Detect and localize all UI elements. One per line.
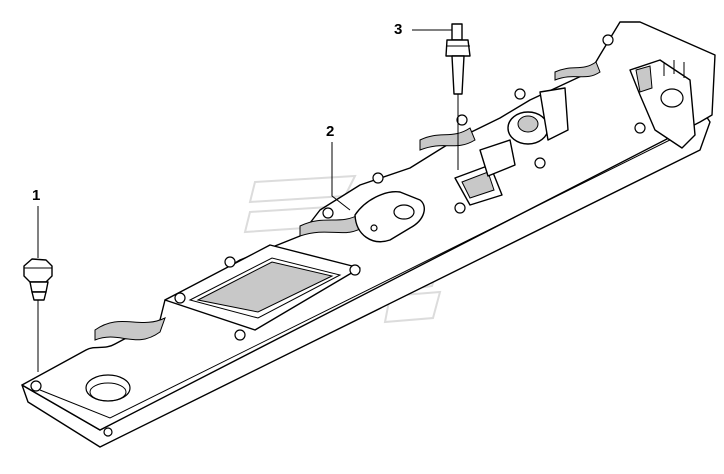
leader-item-2 — [331, 142, 351, 211]
stud-item-3 — [412, 23, 471, 170]
callout-number-1: 1 — [32, 187, 41, 204]
gasket-plate — [21, 21, 716, 448]
callout-number-2: 2 — [326, 123, 335, 140]
callout-number-3: 3 — [394, 21, 403, 38]
bolt-item-1 — [23, 206, 53, 372]
